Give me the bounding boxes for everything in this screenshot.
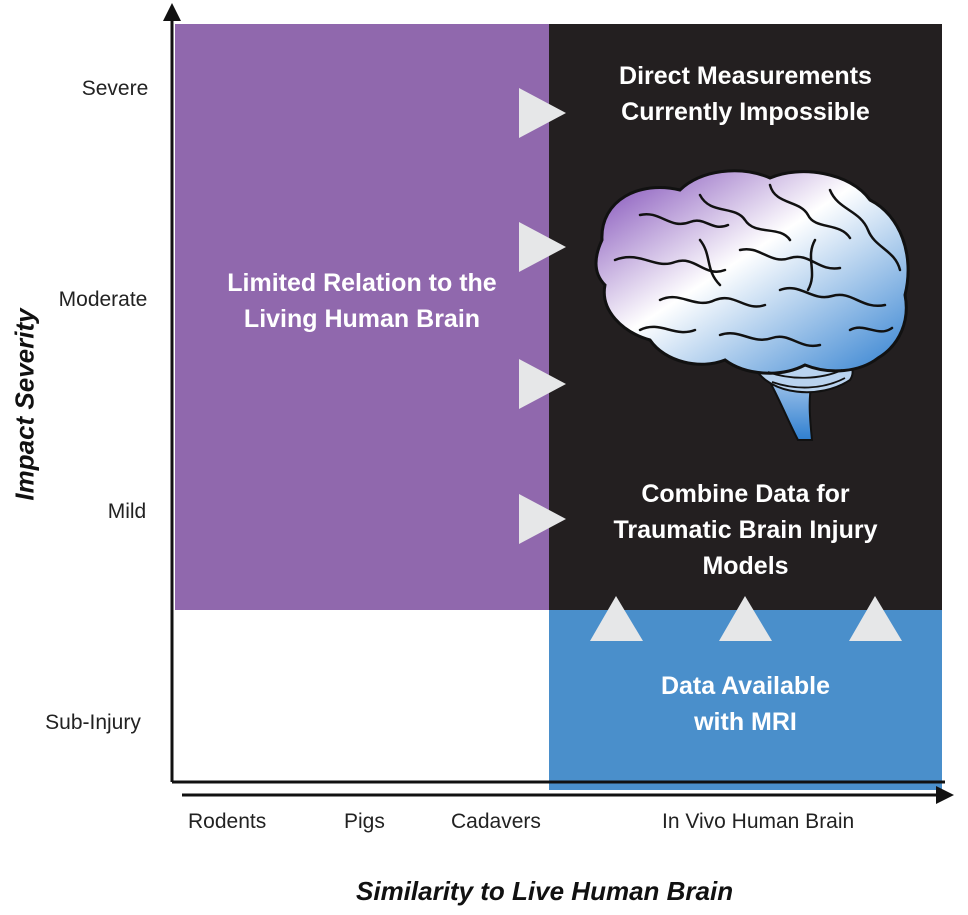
limited-relation-region: [175, 24, 549, 610]
right-arrow-icon: [519, 88, 566, 138]
x-tick-pigs: Pigs: [344, 810, 385, 833]
x-axis-title: Similarity to Live Human Brain: [356, 876, 734, 906]
data-available-label: Data Available with MRI: [660, 672, 831, 736]
direct-measurements-label: Direct Measurements Currently Impossible: [619, 62, 872, 126]
up-arrow-icon: [590, 596, 643, 641]
y-tick-moderate: Moderate: [58, 288, 148, 311]
up-arrow-icon: [719, 596, 772, 641]
up-arrow-icon: [849, 596, 902, 641]
right-arrow-icon: [519, 359, 566, 409]
y-tick-severe: Severe: [81, 77, 149, 100]
y-tick-mild: Mild: [107, 500, 147, 523]
limited-relation-label: Limited Relation to the Living Human Bra…: [227, 269, 497, 333]
right-arrow-icon: [519, 222, 566, 272]
y-tick-sub-injury: Sub-Injury: [45, 711, 141, 734]
y-axis-title: Impact Severity: [9, 308, 40, 501]
x-tick-in-vivo: In Vivo Human Brain: [662, 810, 855, 833]
combine-data-label: Combine Data for Traumatic Brain Injury …: [613, 480, 878, 580]
x-tick-cadavers: Cadavers: [451, 810, 541, 833]
brain-icon: [594, 169, 910, 441]
x-tick-rodents: Rodents: [188, 810, 267, 833]
right-arrow-icon: [519, 494, 566, 544]
